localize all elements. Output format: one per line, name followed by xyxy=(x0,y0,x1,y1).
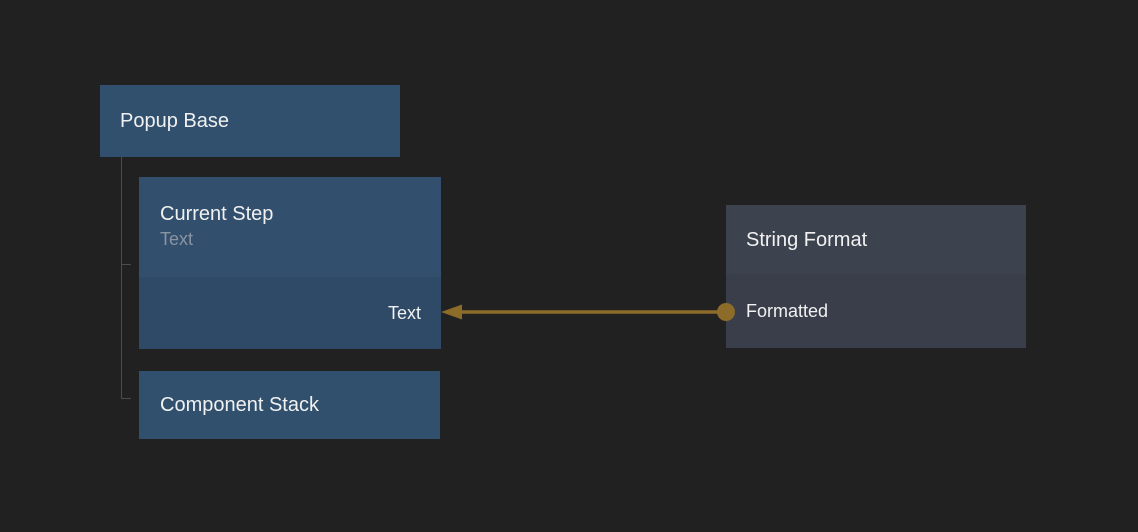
tree-connector-tick-component-stack xyxy=(121,398,131,399)
connection-arrowhead-icon xyxy=(441,304,462,320)
port-formatted-output[interactable]: Formatted xyxy=(726,274,1026,348)
node-popup-base[interactable]: Popup Base xyxy=(100,85,400,157)
node-title: Popup Base xyxy=(120,110,229,132)
node-header: String Format xyxy=(726,205,1026,274)
node-string-format[interactable]: String Format Formatted xyxy=(726,205,1026,348)
node-component-stack[interactable]: Component Stack xyxy=(139,371,440,439)
port-label: Formatted xyxy=(746,300,829,321)
tree-connector-tick-current-step xyxy=(121,264,131,265)
port-text-input[interactable]: Text xyxy=(139,277,441,349)
node-current-step[interactable]: Current Step Text Text xyxy=(139,177,441,349)
port-label: Text xyxy=(387,302,421,323)
node-header: Current Step Text xyxy=(139,177,441,277)
node-title: String Format xyxy=(746,228,868,251)
node-subtitle: Text xyxy=(160,229,194,249)
node-title: Component Stack xyxy=(160,394,319,416)
tree-connector-vertical-line xyxy=(121,157,122,399)
node-title: Current Step xyxy=(160,203,274,225)
